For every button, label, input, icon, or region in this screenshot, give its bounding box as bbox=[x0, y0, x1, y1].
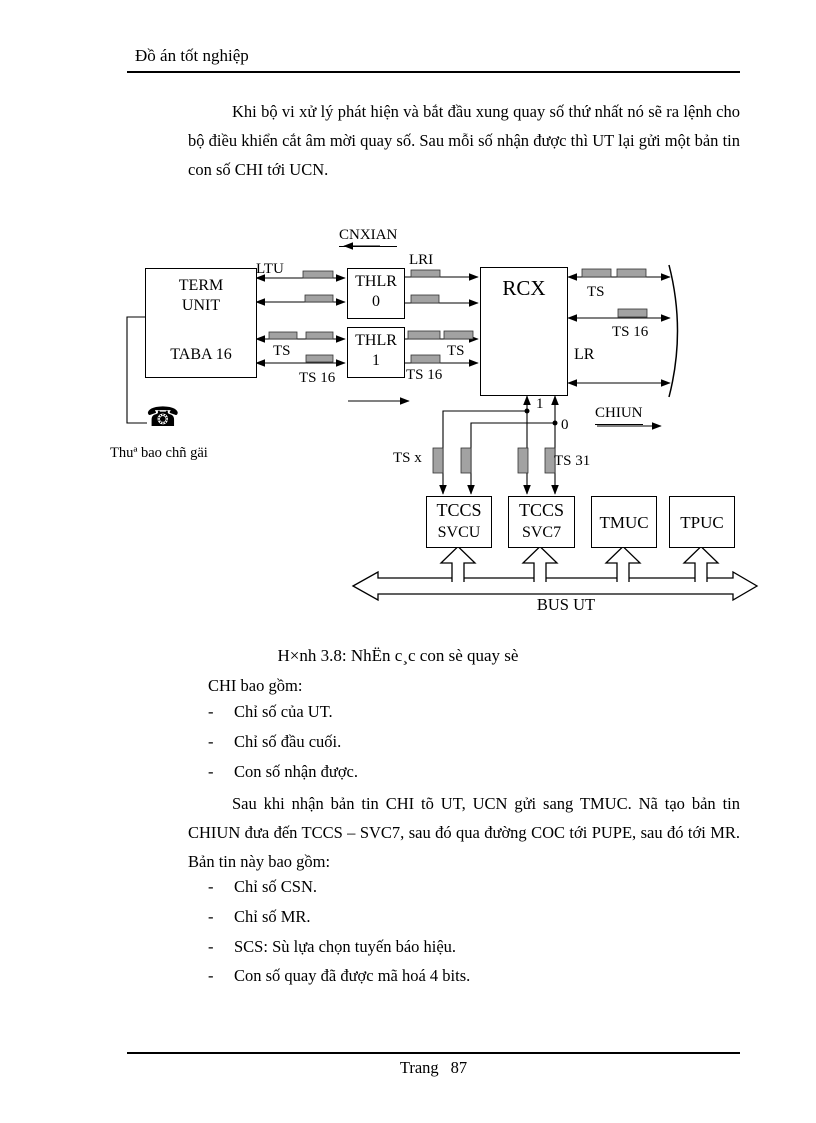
lr-label: LR bbox=[574, 346, 595, 363]
tpuc-box: TPUC bbox=[669, 496, 735, 548]
ltu-label: LTU bbox=[256, 261, 284, 277]
list-item-text: Con số nhận được. bbox=[234, 761, 358, 781]
tccs-svc7-box: TCCS SVC7 bbox=[508, 496, 575, 548]
closing-paren-shape bbox=[668, 264, 679, 398]
list-item: -Chỉ số MR. bbox=[208, 907, 470, 937]
bullet-dash: - bbox=[208, 877, 214, 896]
ts16-right-label: TS 16 bbox=[612, 324, 649, 340]
chiun-label: CHIUN bbox=[595, 406, 643, 425]
ts-right-label: TS bbox=[587, 284, 605, 300]
thlr1-line1: THLR bbox=[355, 332, 397, 349]
list-item-text: Con số quay đã được mã hoá 4 bits. bbox=[234, 966, 471, 986]
bullet-dash: - bbox=[208, 731, 214, 751]
subscriber-label: Thuª bao chñ gäi bbox=[110, 445, 208, 461]
term-unit-line1: TERM bbox=[178, 277, 224, 294]
header-rule bbox=[127, 71, 740, 73]
list-item-text: Chỉ số MR. bbox=[234, 906, 311, 926]
tccs-svcu-box: TCCS SVCU bbox=[426, 496, 492, 548]
tccs-svc7-line1: TCCS bbox=[518, 500, 565, 520]
ts16-left-label: TS 16 bbox=[299, 370, 336, 386]
ts-31-label: TS 31 bbox=[554, 453, 591, 469]
thlr1-line2: 1 bbox=[372, 352, 380, 369]
tmuc-label: TMUC bbox=[599, 513, 649, 532]
footer-label: Trang bbox=[399, 1058, 439, 1077]
list-item-text: Chỉ số đầu cuối. bbox=[234, 731, 342, 751]
cnxian-label: CNXIAN bbox=[339, 228, 398, 247]
chiun-list: -Chỉ số CSN. -Chỉ số MR. -SCS: Sù lựa ch… bbox=[208, 877, 470, 996]
paragraph-chiun: Sau khi nhận bản tin CHI tõ UT, UCN gửi … bbox=[188, 794, 740, 871]
term-unit-box: TERM UNIT TABA 16 bbox=[145, 268, 257, 378]
bullet-dash: - bbox=[208, 702, 214, 721]
chi-list: -Chỉ số của UT. -Chỉ số đầu cuối. -Con s… bbox=[208, 702, 358, 791]
thlr0-box: THLR 0 bbox=[347, 268, 405, 319]
footer-page-number: Trang 87 bbox=[127, 1058, 740, 1078]
thlr0-line2: 0 bbox=[372, 293, 380, 310]
bullet-dash: - bbox=[208, 966, 214, 986]
bullet-dash: - bbox=[208, 906, 214, 926]
ts-x-label: TS x bbox=[393, 450, 422, 466]
rcx-label: RCX bbox=[502, 276, 546, 300]
paragraph-intro: Khi bộ vi xử lý phát hiện và bắt đầu xun… bbox=[188, 102, 740, 179]
list-item: -Con số quay đã được mã hoá 4 bits. bbox=[208, 966, 470, 996]
list-item: -Chỉ số đầu cuối. bbox=[208, 732, 358, 762]
list-item-text: Chỉ số CSN. bbox=[234, 877, 317, 896]
ts16-mid-label: TS 16 bbox=[406, 367, 443, 383]
timeslot-rects bbox=[268, 268, 648, 474]
bus-up-arrows bbox=[439, 545, 720, 582]
figure-caption: H×nh 3.8: NhËn c¸c con sè quay sè bbox=[277, 646, 519, 665]
thlr1-box: THLR 1 bbox=[347, 327, 405, 378]
branch-0-label: 0 bbox=[561, 417, 569, 433]
tccs-svcu-line2: SVCU bbox=[437, 524, 481, 541]
bullet-dash: - bbox=[208, 761, 214, 781]
ts-mid-label: TS bbox=[447, 343, 465, 359]
footer-page-value: 87 bbox=[450, 1058, 468, 1077]
tpuc-label: TPUC bbox=[680, 513, 724, 532]
list-item: - Chỉ số của UT. bbox=[208, 702, 358, 732]
chi-list-intro: CHI bao gồm: bbox=[208, 676, 303, 695]
branch-1-label: 1 bbox=[536, 396, 544, 412]
term-unit-line2: UNIT bbox=[181, 297, 221, 314]
list-item: -SCS: Sù lựa chọn tuyến báo hiệu. bbox=[208, 937, 470, 967]
lri-label: LRI bbox=[409, 252, 434, 268]
telephone-icon: ☎ bbox=[146, 402, 180, 433]
ts-left-label: TS bbox=[273, 343, 291, 359]
thlr0-line1: THLR bbox=[355, 273, 397, 290]
bus-ut-label: BUS UT bbox=[536, 595, 596, 614]
list-item: -Con số nhận được. bbox=[208, 762, 358, 792]
list-item: - Chỉ số CSN. bbox=[208, 877, 470, 907]
page-header-title: Đồ án tốt nghiệp bbox=[135, 46, 249, 65]
rcx-box: RCX bbox=[480, 267, 568, 396]
figure-3-8-diagram: TERM UNIT TABA 16 THLR 0 THLR 1 RCX TCCS… bbox=[100, 225, 780, 625]
tmuc-box: TMUC bbox=[591, 496, 657, 548]
term-unit-taba16: TABA 16 bbox=[170, 346, 232, 363]
list-item-text: Chỉ số của UT. bbox=[234, 702, 333, 721]
junction-dots bbox=[524, 408, 558, 426]
list-item-text: SCS: Sù lựa chọn tuyến báo hiệu. bbox=[234, 936, 457, 956]
footer-rule bbox=[127, 1052, 740, 1054]
tccs-svc7-line2: SVC7 bbox=[521, 524, 562, 541]
bullet-dash: - bbox=[208, 936, 214, 956]
tccs-svcu-line1: TCCS bbox=[436, 500, 482, 520]
